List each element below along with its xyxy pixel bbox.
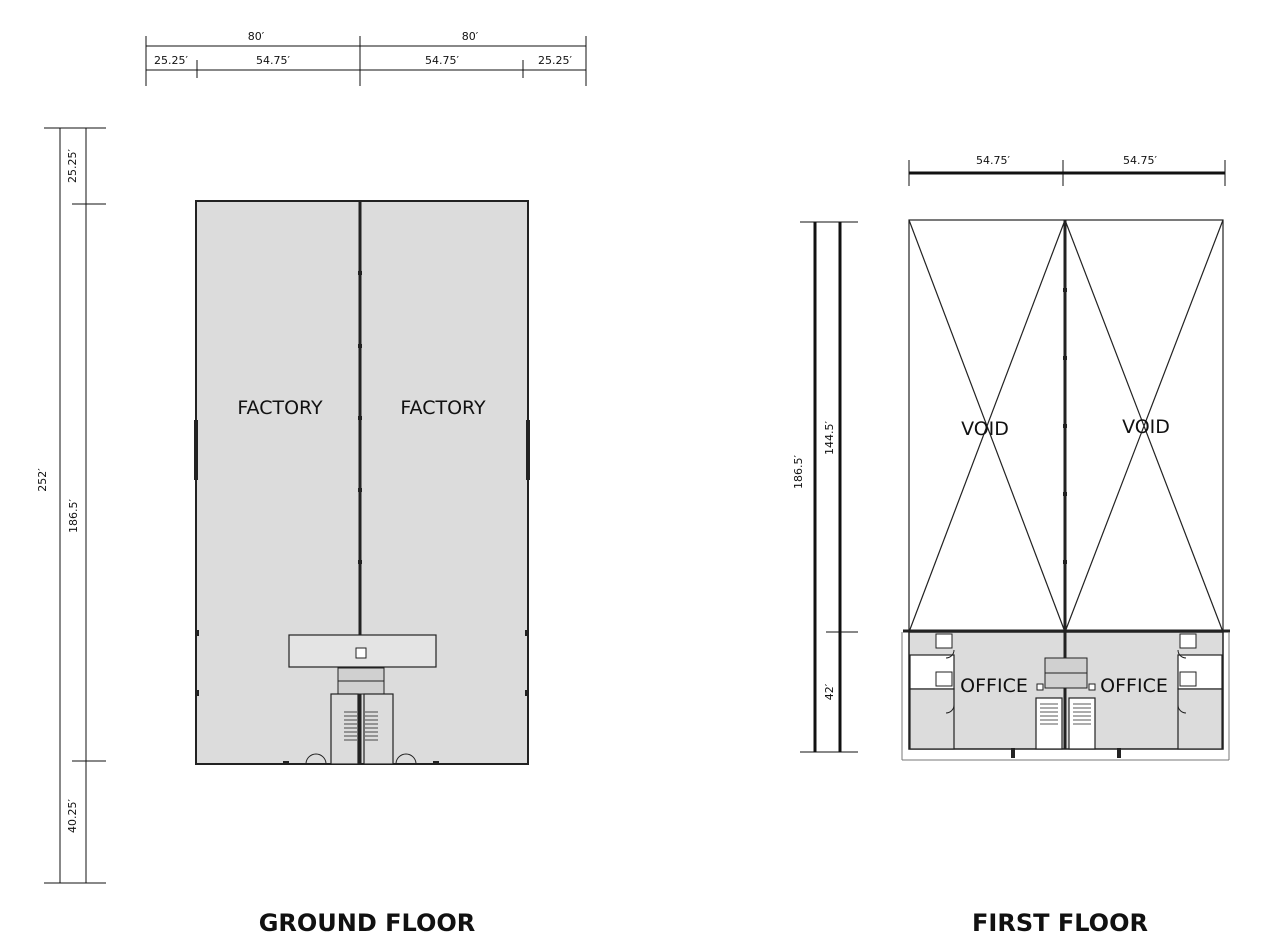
dim-seg-2: 54.75′ [256,54,290,67]
dim-total-depth: 252′ [36,468,49,492]
dim-seg-4: 25.25′ [538,54,572,67]
first-floor-plan: 54.75′ 54.75′ 186.5′ 144.5′ 42′ [792,154,1230,937]
first-void-area [908,219,1224,633]
room-label-factory-left: FACTORY [237,397,323,419]
first-left-dimensions: 186.5′ 144.5′ 42′ [792,221,858,753]
dim-seg-3: 54.75′ [425,54,459,67]
room-label-void-right: VOID [1122,416,1170,438]
ground-top-dimensions: 80′ 80′ 25.25′ 54.75′ 54.75′ 25.25′ [145,30,587,86]
dim-front-setback: 25.25′ [66,149,79,183]
room-label-factory-right: FACTORY [400,397,486,419]
dim-ff-office-depth: 42′ [823,683,836,700]
room-label-office-right: OFFICE [1100,675,1168,697]
first-office-area [901,629,1230,761]
ground-building [194,200,530,765]
dim-ff-void-depth: 144.5′ [823,421,836,455]
first-top-dimensions: 54.75′ 54.75′ [908,154,1226,186]
room-label-office-left: OFFICE [960,675,1028,697]
dim-ff-total-depth: 186.5′ [792,455,805,489]
dim-seg-1: 25.25′ [154,54,188,67]
first-floor-title: FIRST FLOOR [972,909,1148,937]
ground-floor-plan: 80′ 80′ 25.25′ 54.75′ 54.75′ 25.25′ 252′… [36,30,587,937]
dim-rear-setback: 40.25′ [66,799,79,833]
ground-floor-title: GROUND FLOOR [259,909,476,937]
room-label-void-left: VOID [961,418,1009,440]
dim-width-right: 80′ [462,30,479,43]
dim-ff-width-right: 54.75′ [1123,154,1157,167]
dim-ff-width-left: 54.75′ [976,154,1010,167]
ground-left-dimensions: 252′ 25.25′ 186.5′ 40.25′ [36,127,106,884]
dim-building-depth: 186.5′ [67,499,80,533]
dim-width-left: 80′ [248,30,265,43]
